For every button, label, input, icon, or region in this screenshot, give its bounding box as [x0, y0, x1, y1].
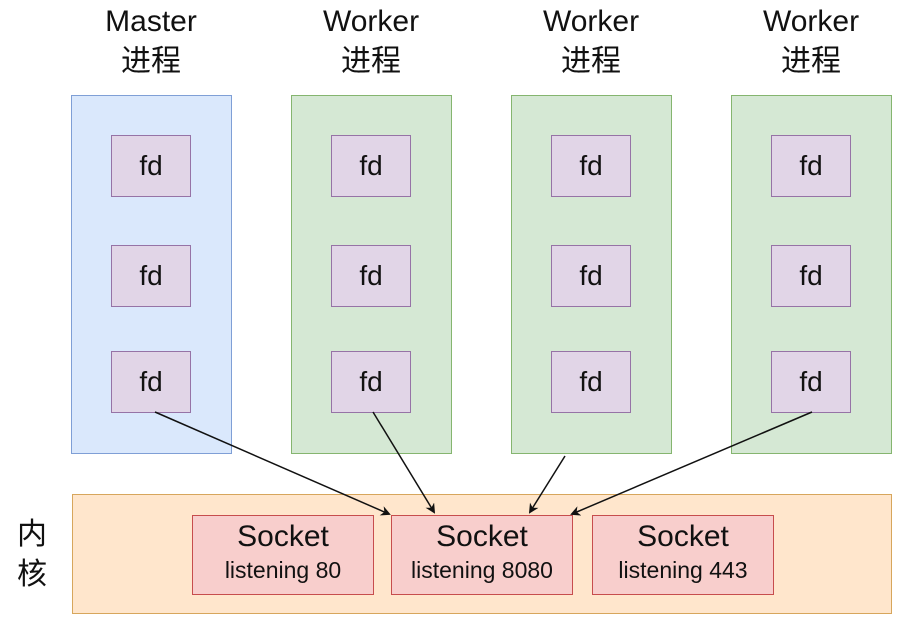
- fd-box: fd: [771, 245, 851, 307]
- process-title-line2: 进程: [561, 45, 621, 78]
- process-title-worker-1: Worker 进程: [286, 2, 456, 82]
- socket-title: Socket: [637, 520, 729, 553]
- fd-box: fd: [331, 245, 411, 307]
- socket-box-8080: Socket listening 8080: [391, 515, 573, 595]
- process-title-line2: 进程: [781, 45, 841, 78]
- fd-box: fd: [771, 135, 851, 197]
- socket-box-443: Socket listening 443: [592, 515, 774, 595]
- socket-subtitle: listening 443: [618, 557, 748, 583]
- kernel-label-line1: 内: [17, 518, 47, 551]
- process-title-master: Master 进程: [66, 2, 236, 82]
- process-title-line1: Worker: [542, 5, 640, 38]
- kernel-label-line2: 核: [17, 558, 47, 591]
- socket-title: Socket: [436, 520, 528, 553]
- fd-box: fd: [771, 351, 851, 413]
- socket-subtitle: listening 8080: [411, 557, 553, 583]
- fd-box: fd: [331, 135, 411, 197]
- process-title-line2: 进程: [121, 45, 181, 78]
- socket-title: Socket: [237, 520, 329, 553]
- socket-box-80: Socket listening 80: [192, 515, 374, 595]
- fd-box: fd: [111, 351, 191, 413]
- fd-box: fd: [551, 245, 631, 307]
- process-title-worker-2: Worker 进程: [506, 2, 676, 82]
- process-title-line1: Master: [105, 5, 197, 38]
- fd-box: fd: [551, 135, 631, 197]
- process-title-line1: Worker: [322, 5, 420, 38]
- process-title-line2: 进程: [341, 45, 401, 78]
- kernel-label: 内 核: [12, 515, 52, 595]
- process-title-line1: Worker: [762, 5, 860, 38]
- socket-subtitle: listening 80: [224, 557, 342, 583]
- fd-box: fd: [551, 351, 631, 413]
- fd-box: fd: [111, 245, 191, 307]
- fd-box: fd: [331, 351, 411, 413]
- process-title-worker-3: Worker 进程: [726, 2, 896, 82]
- fd-box: fd: [111, 135, 191, 197]
